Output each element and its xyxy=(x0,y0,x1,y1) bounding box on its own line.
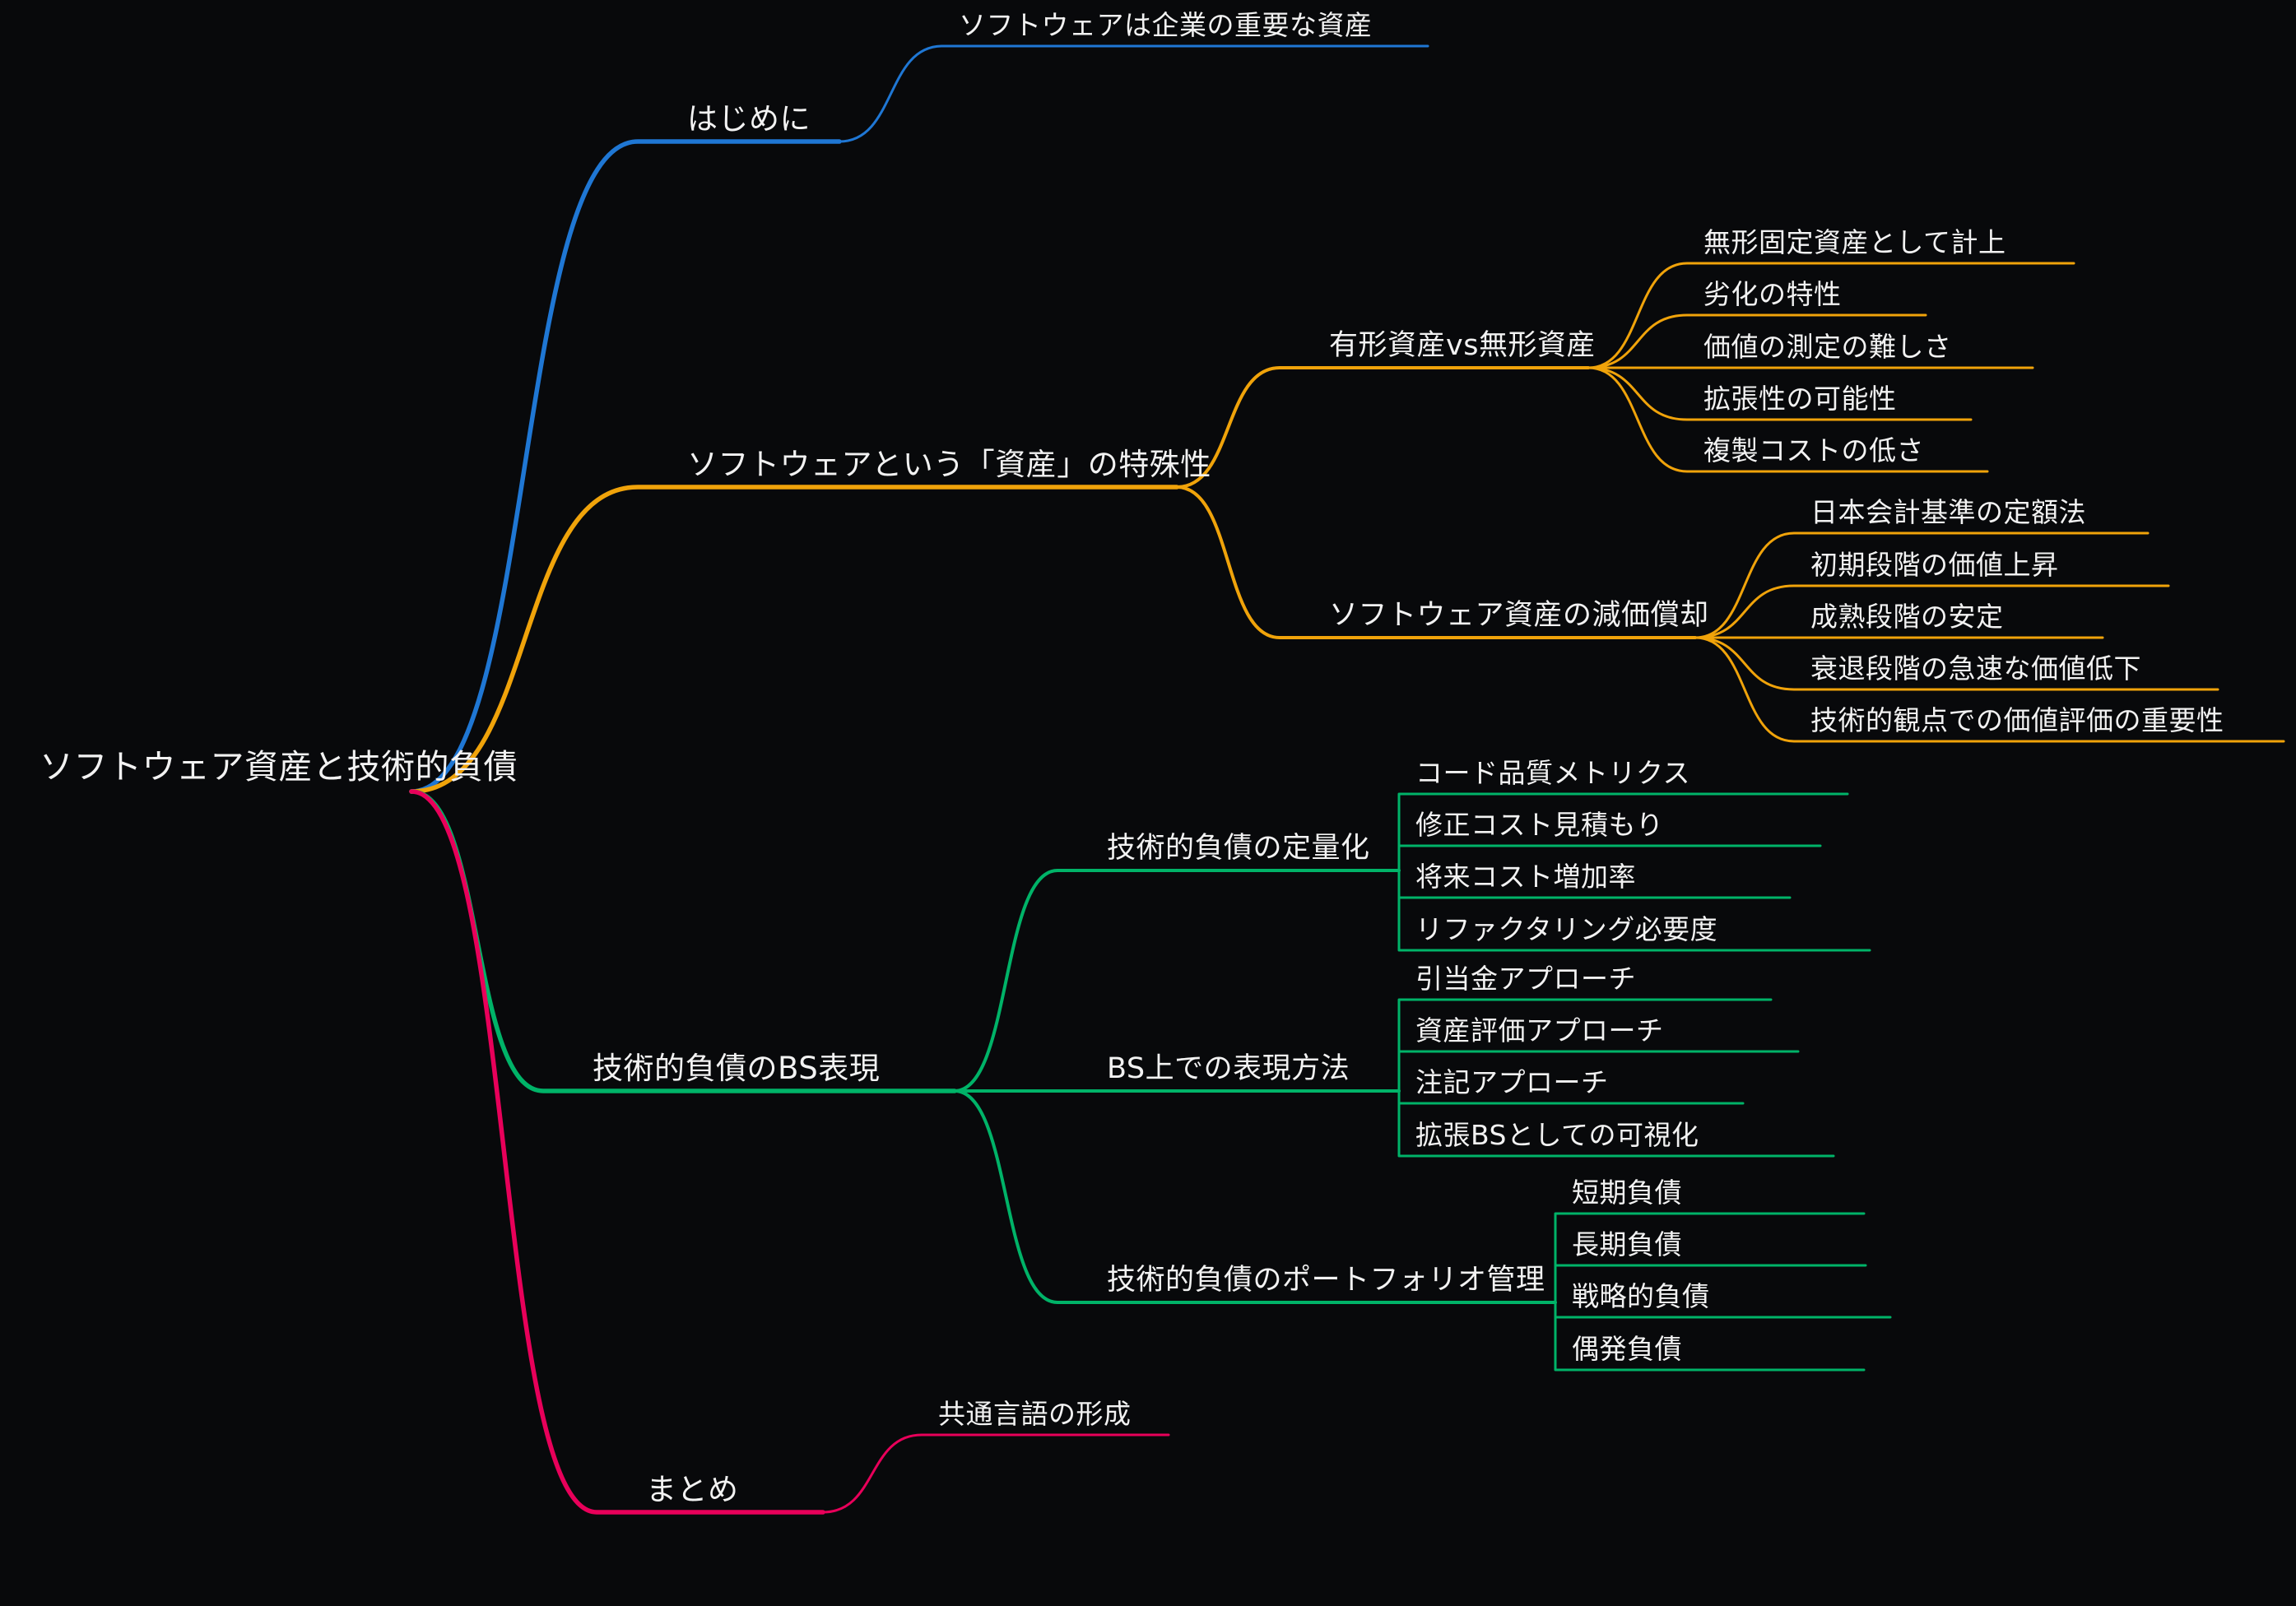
node-label-2-2[interactable]: 技術的負債のポートフォリオ管理 xyxy=(1107,1264,1545,1297)
node-label-1-1-2[interactable]: 成熟段階の安定 xyxy=(1810,601,2004,633)
node-label-2-0[interactable]: 技術的負債の定量化 xyxy=(1107,832,1370,865)
mindmap-edge xyxy=(1175,366,1590,489)
node-label-1-0-4[interactable]: 複製コストの低さ xyxy=(1703,434,1924,466)
node-label-1-0-3[interactable]: 拡張性の可能性 xyxy=(1703,383,1897,415)
node-label-2-2-0[interactable]: 短期負債 xyxy=(1572,1177,1682,1209)
root-node-label[interactable]: ソフトウェア資産と技術的負債 xyxy=(40,747,518,787)
node-label-1-0[interactable]: 有形資産vs無形資産 xyxy=(1329,329,1596,362)
node-label-2-2-2[interactable]: 戦略的負債 xyxy=(1572,1280,1710,1312)
mindmap-edge xyxy=(409,789,825,1515)
node-label-1-1-0[interactable]: 日本会計基準の定額法 xyxy=(1810,496,2086,528)
node-label-2-1-0[interactable]: 引当金アプローチ xyxy=(1415,963,1636,995)
node-label-2-1-3[interactable]: 拡張BSとしての可視化 xyxy=(1415,1119,1699,1151)
node-label-2-2-3[interactable]: 偶発負債 xyxy=(1572,1333,1682,1365)
node-label-2-0-0[interactable]: コード品質メトリクス xyxy=(1415,757,1691,789)
node-label-0-0[interactable]: ソフトウェアは企業の重要な資産 xyxy=(959,9,1373,41)
mindmap-edge xyxy=(838,44,1429,143)
node-label-2-0-1[interactable]: 修正コスト見積もり xyxy=(1415,809,1664,841)
node-label-2-1-2[interactable]: 注記アプローチ xyxy=(1415,1066,1609,1098)
node-label-1-0-0[interactable]: 無形固定資産として計上 xyxy=(1703,226,2006,258)
node-label-1-1-3[interactable]: 衰退段階の急速な価値低下 xyxy=(1810,652,2141,685)
node-label-2-1-1[interactable]: 資産評価アプローチ xyxy=(1415,1014,1664,1047)
branch-node-label-2[interactable]: 技術的負債のBS表現 xyxy=(593,1051,881,1086)
node-label-2-0-2[interactable]: 将来コスト増加率 xyxy=(1415,861,1636,893)
node-label-1-1[interactable]: ソフトウェア資産の減価償却 xyxy=(1329,599,1709,632)
node-label-1-1-4[interactable]: 技術的観点での価値評価の重要性 xyxy=(1810,704,2224,736)
node-label-2-2-1[interactable]: 長期負債 xyxy=(1572,1228,1682,1260)
node-label-1-0-1[interactable]: 劣化の特性 xyxy=(1703,278,1842,310)
node-label-2-0-3[interactable]: リファクタリング必要度 xyxy=(1415,913,1718,945)
node-label-1-0-2[interactable]: 価値の測定の難しさ xyxy=(1703,331,1952,363)
node-label-1-1-1[interactable]: 初期段階の価値上昇 xyxy=(1810,549,2059,581)
mindmap-edge xyxy=(821,1433,1170,1514)
branch-node-label-3[interactable]: まとめ xyxy=(646,1472,739,1507)
mindmap-edge xyxy=(409,789,957,1093)
branch-node-label-0[interactable]: はじめに xyxy=(687,101,811,137)
node-label-3-0[interactable]: 共通言語の形成 xyxy=(938,1398,1132,1430)
node-label-2-1[interactable]: BS上での表現方法 xyxy=(1107,1052,1350,1085)
mindmap-edge xyxy=(409,485,1179,794)
branch-node-label-1[interactable]: ソフトウェアという「資産」の特殊性 xyxy=(687,447,1211,482)
